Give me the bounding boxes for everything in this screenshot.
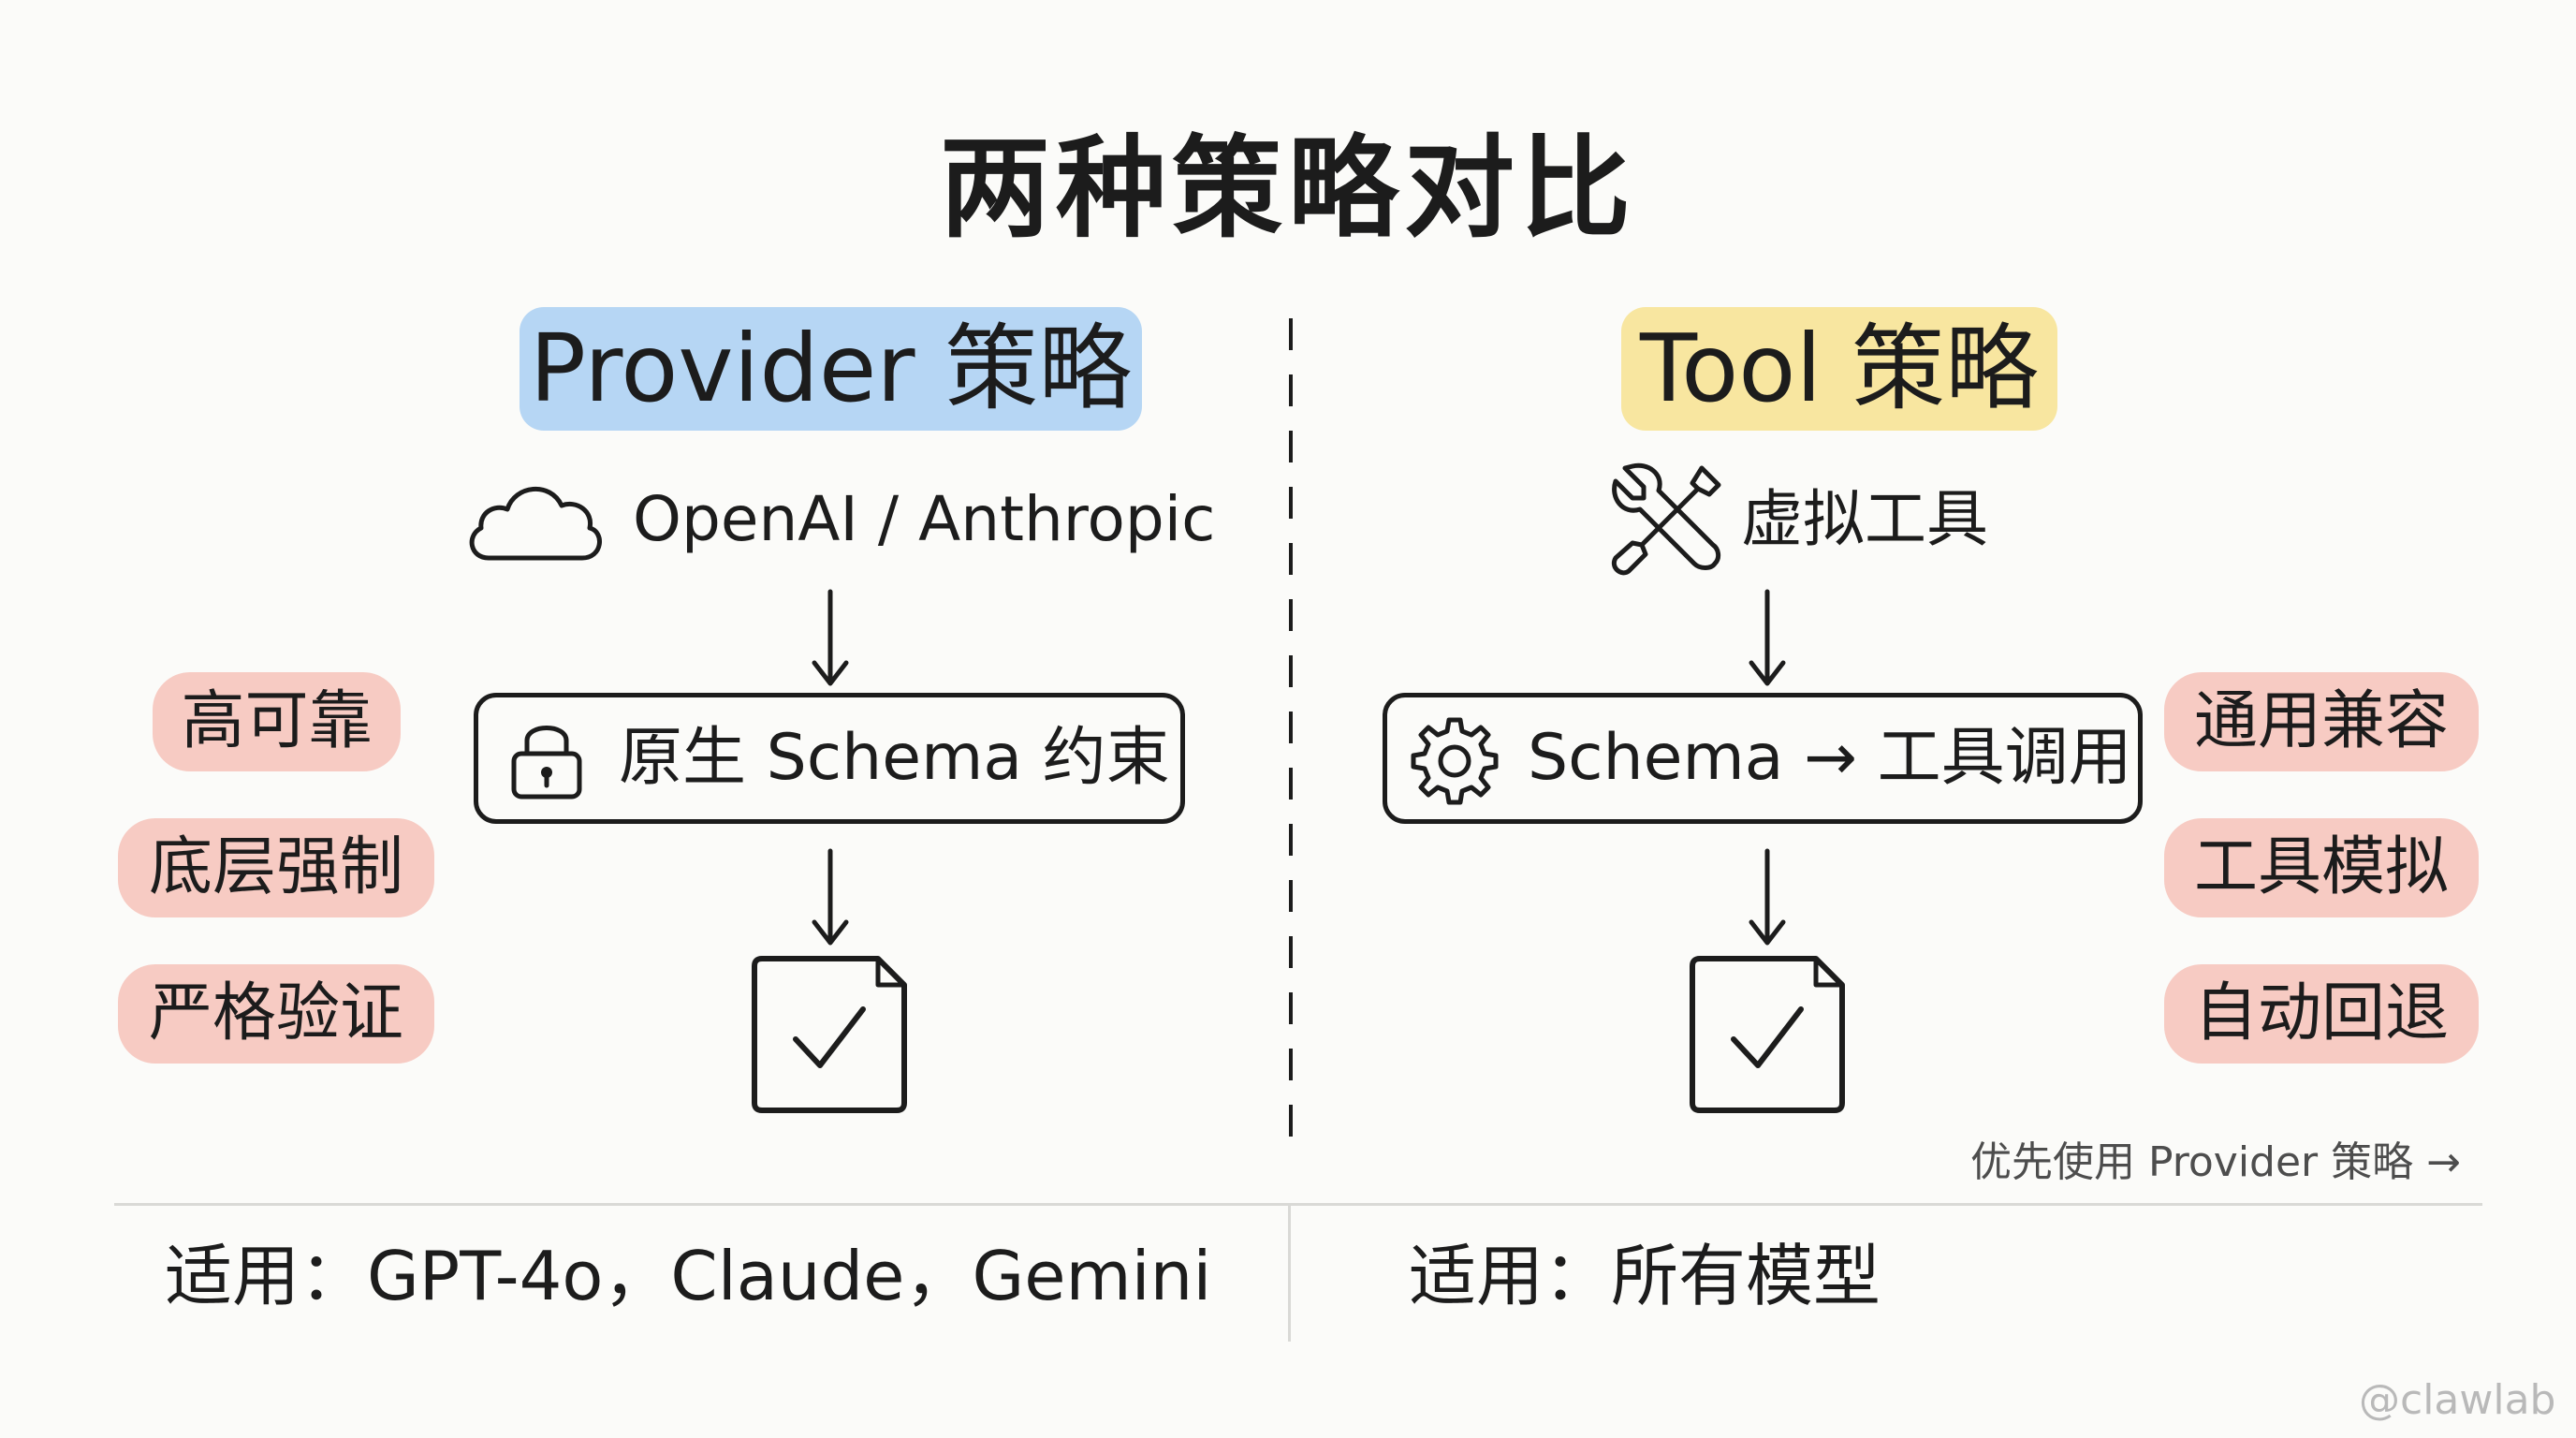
provider-source-label: OpenAI / Anthropic: [633, 483, 1216, 555]
schema-to-tool-call-box: Schema → 工具调用: [1383, 693, 2143, 824]
benefit-pill: 工具模拟: [2164, 818, 2479, 917]
wrench-screwdriver-icon: [1612, 462, 1721, 576]
page-title: 两种策略对比: [939, 124, 1636, 253]
bottom-column-divider: [1288, 1206, 1291, 1342]
lock-icon: [511, 726, 582, 800]
provider-strategy-heading: Provider 策略: [520, 307, 1142, 431]
bottom-divider: [114, 1203, 2482, 1206]
arrow-down-icon: [812, 848, 849, 946]
provider-applies-to: 适用：GPT-4o，Claude，Gemini: [165, 1237, 1212, 1315]
benefit-pill: 严格验证: [118, 964, 434, 1064]
arrow-down-icon: [812, 589, 849, 686]
arrow-down-icon: [1749, 848, 1786, 946]
cloud-icon: [469, 487, 602, 561]
watermark: @clawlab: [2359, 1376, 2556, 1424]
arrow-down-icon: [1749, 589, 1786, 686]
checked-document-icon: [752, 956, 907, 1113]
gear-icon: [1411, 717, 1499, 805]
native-schema-label: 原生 Schema 约束: [619, 721, 1170, 795]
tool-applies-to: 适用：所有模型: [1409, 1237, 1881, 1315]
checked-document-icon: [1690, 956, 1845, 1113]
native-schema-constraint-box: 原生 Schema 约束: [474, 693, 1185, 824]
tool-strategy-heading: Tool 策略: [1621, 307, 2057, 431]
column-divider: [1289, 318, 1293, 1142]
recommendation-hint: 优先使用 Provider 策略 →: [1970, 1138, 2461, 1186]
benefit-pill: 高可靠: [153, 672, 401, 771]
benefit-pill: 自动回退: [2164, 964, 2479, 1064]
benefit-pill: 通用兼容: [2164, 672, 2479, 771]
benefit-pill: 底层强制: [118, 818, 434, 917]
tool-source-label: 虚拟工具: [1741, 483, 1988, 555]
schema-tool-call-label: Schema → 工具调用: [1528, 721, 2132, 795]
